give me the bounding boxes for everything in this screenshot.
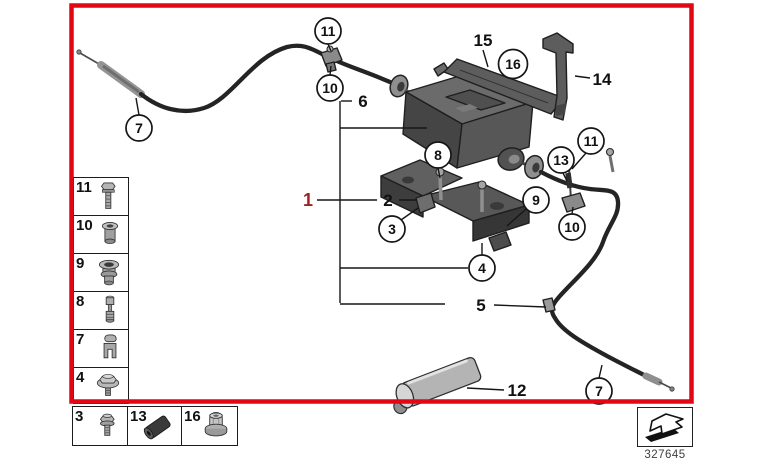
- legend-part-number: 10: [76, 217, 93, 234]
- parking-brake-actuator: [402, 70, 534, 171]
- leader-lines: [135, 43, 603, 391]
- legend-cell-9[interactable]: 9: [74, 254, 128, 292]
- legend-cell-13[interactable]: 13: [128, 407, 182, 445]
- actuator-base-bracket: [380, 159, 530, 252]
- callout-9[interactable]: 9: [522, 186, 550, 214]
- callout-7-left[interactable]: 7: [125, 114, 153, 142]
- label-6[interactable]: 6: [358, 92, 367, 111]
- svg-text:11: 11: [321, 23, 336, 39]
- legend-part-number: 8: [76, 293, 85, 310]
- legend-part-number: 13: [130, 408, 147, 425]
- legend-part-number: 11: [76, 179, 92, 196]
- callout-8[interactable]: 8: [424, 141, 452, 169]
- short-bolt-icon: [99, 413, 115, 436]
- callout-13[interactable]: 13: [547, 146, 575, 174]
- legend-row: 3 13 16: [72, 406, 238, 446]
- svg-text:10: 10: [322, 80, 338, 96]
- callout-7-right[interactable]: 7: [585, 377, 613, 405]
- svg-text:9: 9: [532, 192, 540, 208]
- rubber-spacer: [565, 172, 573, 189]
- flange-nut-icon: [96, 374, 120, 396]
- protective-sleeve: [393, 356, 482, 415]
- label-15[interactable]: 15: [474, 31, 493, 50]
- rubber-sleeve-icon: [143, 415, 171, 440]
- rear-brake-cable-right: [538, 169, 675, 392]
- svg-text:7: 7: [135, 120, 143, 136]
- expansion-pin-icon: [105, 295, 115, 323]
- legend-part-number: 3: [75, 408, 84, 425]
- label-12[interactable]: 12: [508, 381, 527, 400]
- svg-text:11: 11: [584, 133, 599, 149]
- callout-4[interactable]: 4: [468, 254, 496, 282]
- legend-part-number: 16: [184, 408, 201, 425]
- clamp-bolt: [605, 147, 615, 157]
- legend-cell-3[interactable]: 3: [73, 407, 128, 445]
- callout-10-right[interactable]: 10: [558, 213, 586, 241]
- legend-part-number: 4: [76, 369, 85, 386]
- legend-cell-16[interactable]: 16: [182, 407, 237, 445]
- legend-column: 11 10 9: [73, 177, 129, 404]
- callout-3[interactable]: 3: [378, 215, 406, 243]
- rivet-nut-icon: [101, 222, 119, 244]
- legend-part-number: 7: [76, 331, 85, 348]
- cable-clamp-right: [561, 147, 615, 213]
- legend-cell-11[interactable]: 11: [74, 178, 128, 216]
- highlight-label-1[interactable]: 1: [303, 190, 313, 210]
- hex-bolt-icon: [100, 182, 116, 209]
- svg-text:16: 16: [505, 56, 521, 72]
- rear-brake-cable-left: [76, 43, 393, 113]
- cable-clip: [542, 297, 556, 313]
- cable-grommet-left: [389, 74, 409, 98]
- legend-cell-7[interactable]: 7: [74, 330, 128, 368]
- label-2[interactable]: 2: [383, 191, 392, 210]
- highlight-border: [69, 3, 694, 404]
- legend-cell-4[interactable]: 4: [74, 368, 128, 403]
- svg-text:7: 7: [595, 383, 603, 399]
- legend-part-number: 9: [76, 255, 85, 272]
- svg-text:3: 3: [388, 221, 396, 237]
- svg-text:4: 4: [478, 260, 486, 276]
- svg-text:8: 8: [434, 147, 442, 163]
- mount-bolt: [438, 173, 443, 201]
- actuator-cover-plate: [433, 58, 565, 115]
- legend-cell-8[interactable]: 8: [74, 292, 128, 330]
- callout-11-right[interactable]: 11: [577, 127, 605, 155]
- cable-clamp-icon: [103, 334, 117, 359]
- label-14[interactable]: 14: [593, 70, 612, 89]
- cable-clamp-top: [320, 45, 343, 73]
- legend-cell-10[interactable]: 10: [74, 216, 128, 254]
- callout-10-top[interactable]: 10: [316, 74, 344, 102]
- drawing-number: 327645: [644, 449, 686, 461]
- grommet-icon: [98, 259, 120, 286]
- label-5[interactable]: 5: [476, 296, 485, 315]
- page-turn-arrow-icon[interactable]: [637, 407, 693, 447]
- cap-nut-icon: [204, 412, 228, 437]
- callout-16[interactable]: 16: [497, 48, 529, 80]
- svg-text:10: 10: [564, 219, 580, 235]
- callout-11-top[interactable]: 11: [314, 17, 342, 45]
- cable-grommet-right: [524, 154, 544, 180]
- support-bracket: [542, 32, 574, 121]
- svg-text:13: 13: [553, 152, 569, 168]
